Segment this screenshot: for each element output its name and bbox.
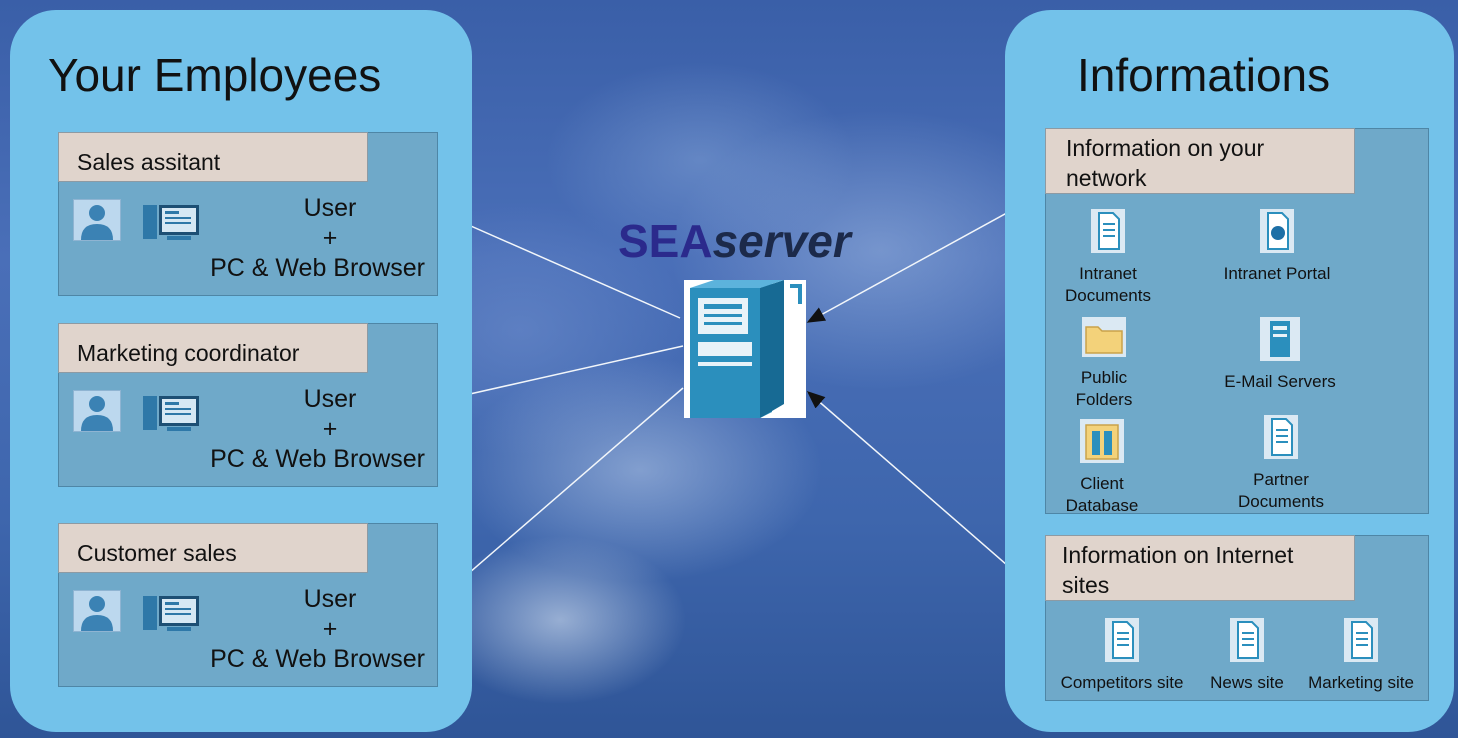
network-title-line2: network (1066, 165, 1147, 191)
item-label-line2: Database (1065, 496, 1139, 515)
item-label-line1: Partner (1253, 470, 1309, 489)
employees-panel: Your Employees Sales assitant User + PC … (10, 10, 472, 732)
pc-browser-icon (141, 392, 201, 432)
arrow-to-marketing-coordinator (428, 345, 684, 407)
document-icon (1200, 618, 1294, 668)
partner-documents-item: Partner Documents (1226, 415, 1336, 513)
informations-panel: Informations Information on your network… (1005, 10, 1454, 732)
item-label-line1: Intranet Portal (1223, 264, 1331, 283)
employees-title: Your Employees (48, 49, 382, 101)
role-label: Sales assitant (58, 132, 368, 182)
employee-card-customer-sales: Customer sales User + PC & Web Browser (58, 523, 438, 687)
device-label: PC & Web Browser (210, 645, 425, 673)
arrow-from-internet-info (806, 391, 1031, 586)
item-label-line1: Client (1080, 474, 1124, 493)
item-label-line2: Folders (1075, 390, 1133, 409)
pc-browser-icon (141, 201, 201, 241)
user-device-text: User + PC & Web Browser (165, 384, 425, 474)
portal-icon (1212, 209, 1342, 259)
item-label-line2: Documents (1238, 492, 1324, 511)
internet-title-line1: Information on Internet (1062, 542, 1294, 568)
person-icon (73, 590, 121, 632)
network-info-box: Information on your network Intranet Doc… (1045, 128, 1429, 517)
user-device-text: User + PC & Web Browser (165, 193, 425, 283)
pc-browser-icon (141, 592, 201, 632)
device-label: PC & Web Browser (210, 445, 425, 473)
informations-title: Informations (1077, 49, 1331, 101)
folder-icon (1058, 317, 1150, 363)
plus-sign: + (322, 615, 338, 643)
item-label-line1: E-Mail Servers (1224, 372, 1336, 391)
competitors-site-item: Competitors site (1048, 618, 1196, 694)
person-icon (73, 199, 121, 241)
email-servers-item: E-Mail Servers (1212, 317, 1348, 393)
public-folders-item: Public Folders (1058, 317, 1150, 411)
role-label: Marketing coordinator (58, 323, 368, 373)
plus-sign: + (322, 415, 338, 443)
item-label-line2: Documents (1065, 286, 1151, 305)
document-icon (1226, 415, 1336, 465)
item-label: News site (1210, 673, 1284, 692)
user-label: User (303, 194, 357, 222)
news-site-item: News site (1200, 618, 1294, 694)
server-tower-icon (680, 278, 810, 420)
marketing-site-item: Marketing site (1298, 618, 1424, 694)
user-label: User (303, 585, 357, 613)
document-icon (1298, 618, 1424, 668)
plus-sign: + (322, 224, 338, 252)
user-device-text: User + PC & Web Browser (165, 584, 425, 674)
internet-info-title: Information on Internet sites (1045, 535, 1355, 601)
intranet-portal-item: Intranet Portal (1212, 209, 1342, 285)
device-label: PC & Web Browser (210, 254, 425, 282)
item-label-line1: Intranet (1079, 264, 1137, 283)
employee-card-marketing-coordinator: Marketing coordinator User + PC & Web Br… (58, 323, 438, 487)
intranet-documents-item: Intranet Documents (1060, 209, 1156, 307)
person-icon (73, 390, 121, 432)
arrow-to-customer-sales (430, 387, 684, 606)
internet-title-line2: sites (1062, 572, 1110, 598)
item-label: Marketing site (1308, 673, 1414, 692)
document-icon (1048, 618, 1196, 668)
employee-card-sales-assistant: Sales assitant User + PC & Web Browser (58, 132, 438, 296)
seaserver-logo: SEAserver (618, 214, 851, 268)
logo-server: server (712, 215, 851, 267)
role-label: Customer sales (58, 523, 368, 573)
network-info-title: Information on your network (1045, 128, 1355, 194)
logo-sea: SEA (618, 215, 713, 267)
network-title-line1: Information on your (1066, 135, 1265, 161)
client-database-item: Client Database (1054, 419, 1150, 517)
server-icon (1212, 317, 1348, 367)
database-icon (1054, 419, 1150, 469)
internet-info-box: Information on Internet sites Competitor… (1045, 535, 1429, 701)
item-label: Competitors site (1060, 673, 1184, 692)
item-label-line1: Public (1080, 368, 1128, 387)
document-icon (1060, 209, 1156, 259)
user-label: User (303, 385, 357, 413)
